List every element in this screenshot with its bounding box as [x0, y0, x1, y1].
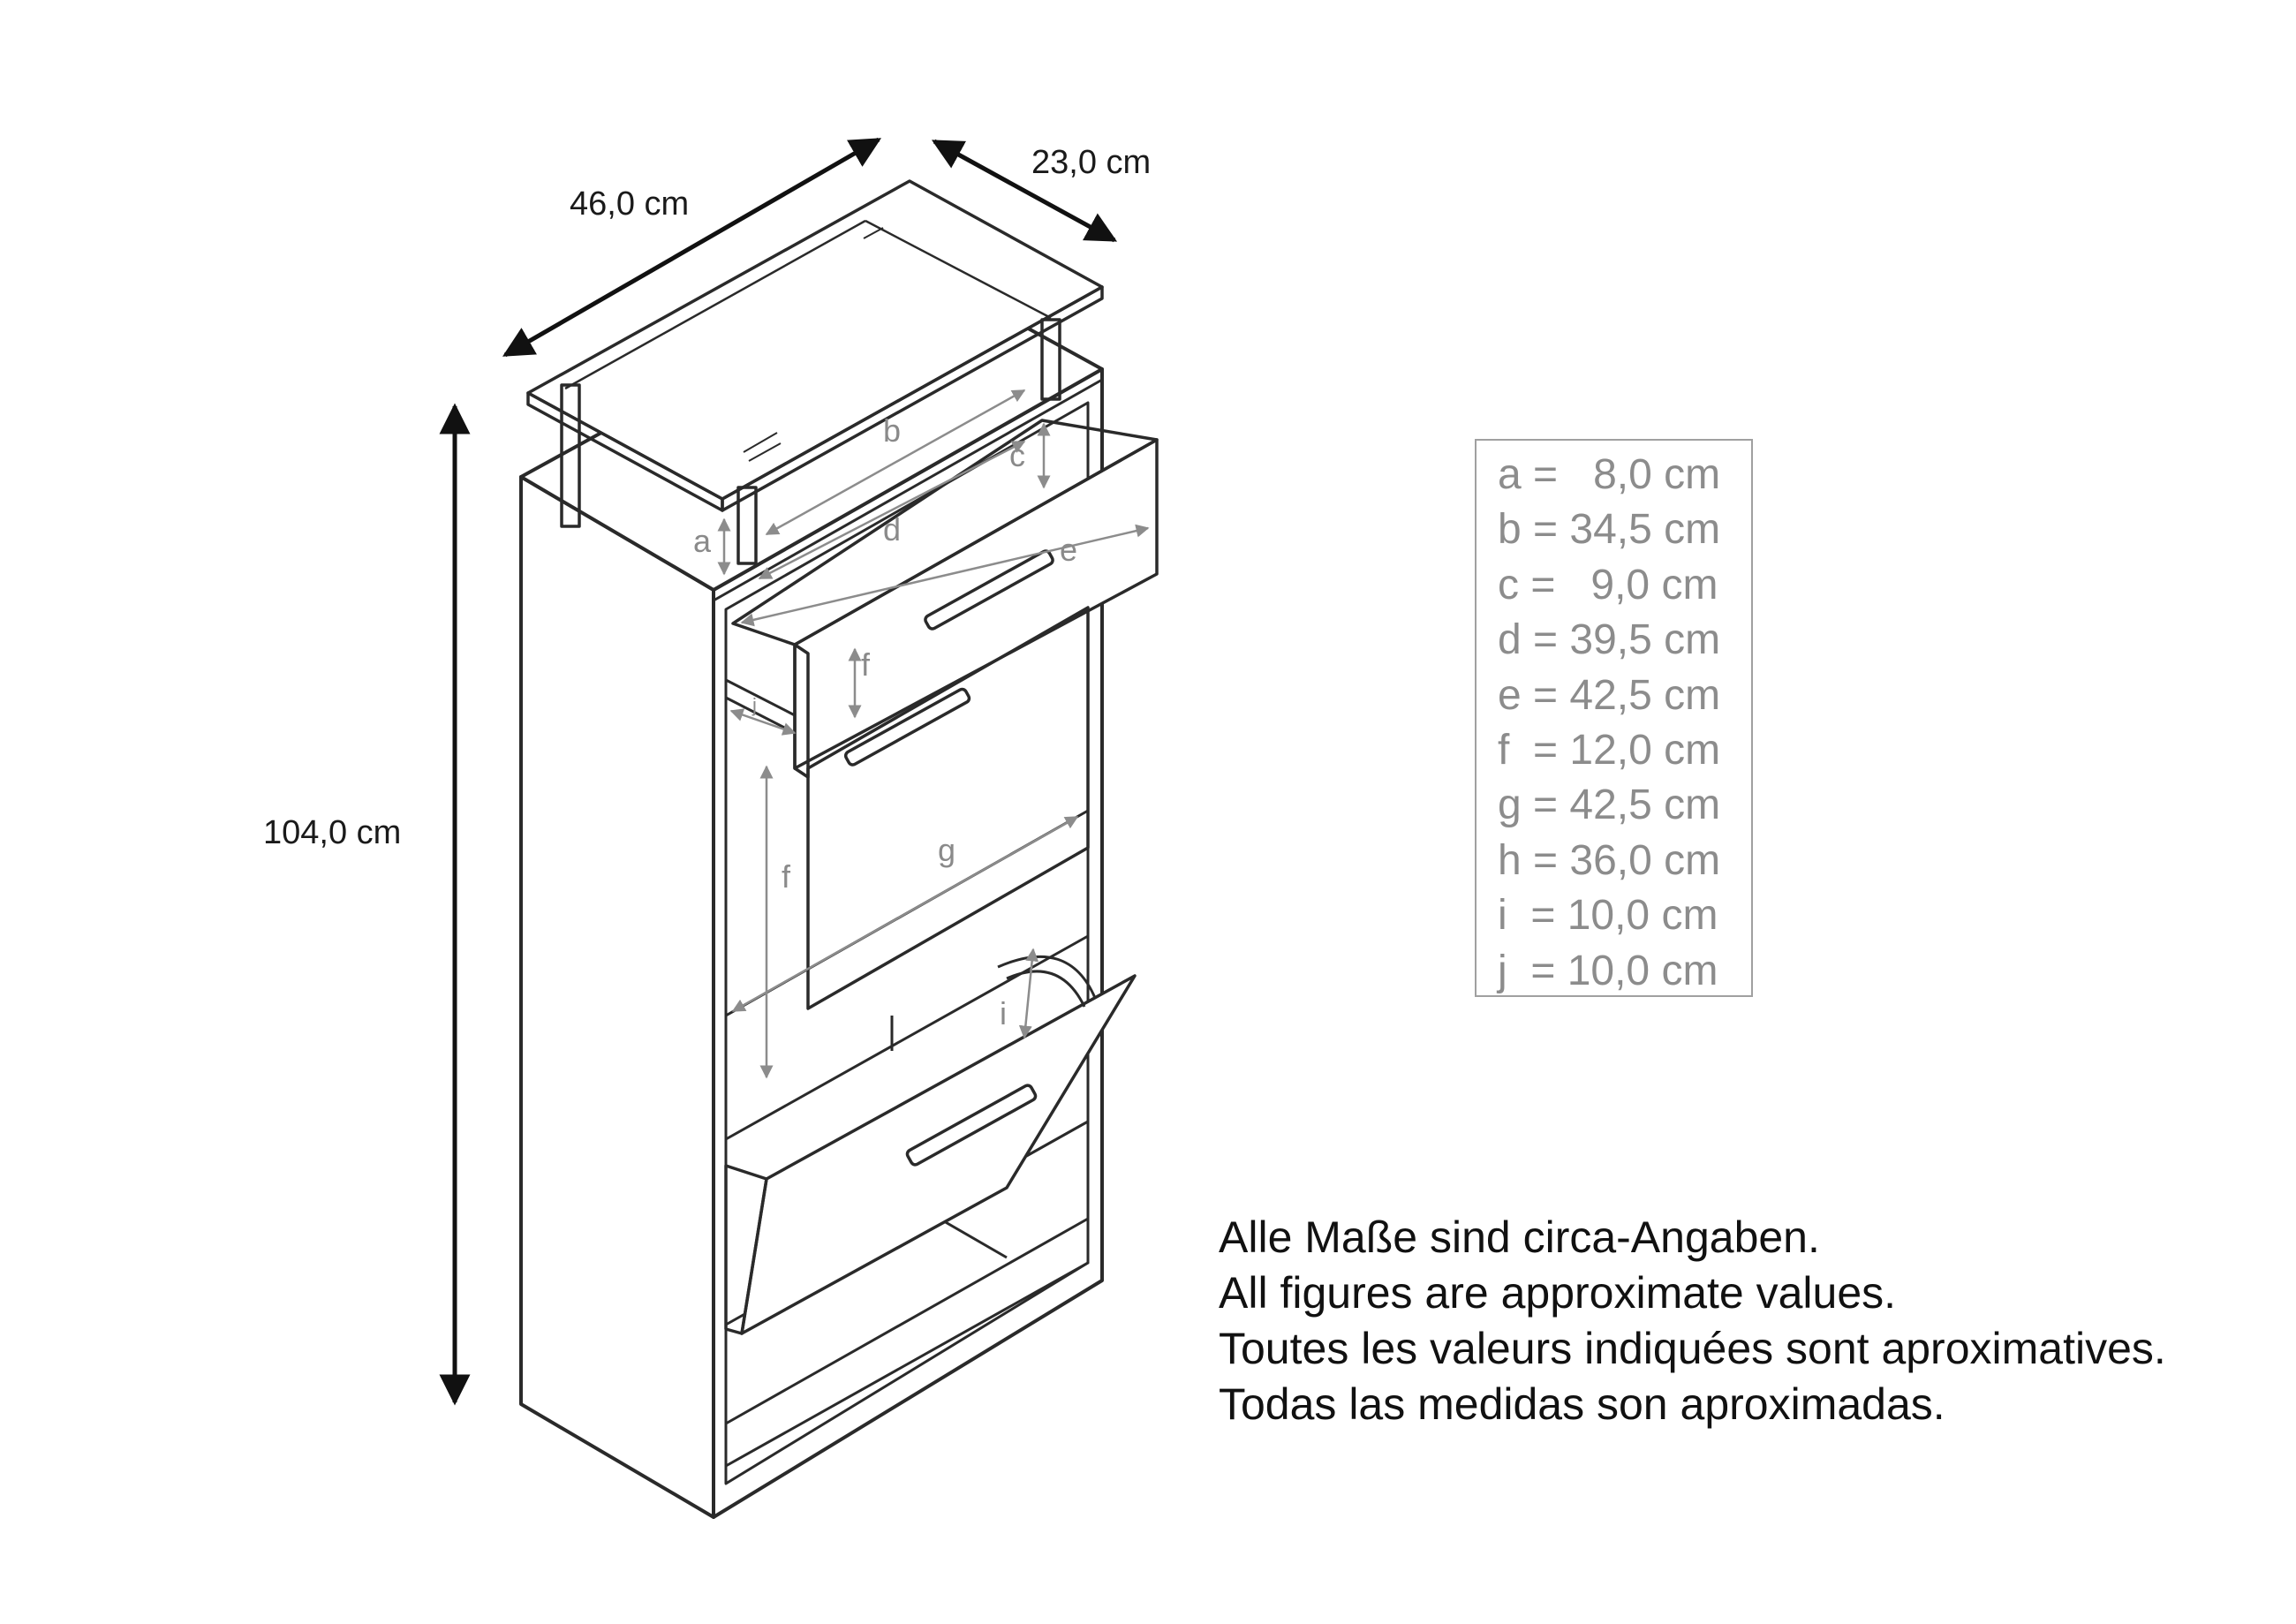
- label-d: d: [883, 511, 901, 548]
- width-dimension-arrow: [502, 137, 882, 358]
- approximate-notes: Alle Maße sind circa-Angaben. All figure…: [1219, 1210, 2166, 1432]
- side-panel: [519, 475, 715, 1519]
- legend-row: a = 8,0 cm: [1498, 451, 1721, 498]
- overall-dimensions: 46,0 cm 23,0 cm 104,0 cm: [263, 137, 1151, 1406]
- legend-row: b = 34,5 cm: [1498, 506, 1721, 554]
- depth-label: 23,0 cm: [1031, 144, 1151, 181]
- label-e: e: [1060, 532, 1077, 568]
- tray-post-right: [1040, 318, 1061, 401]
- width-label: 46,0 cm: [570, 185, 689, 223]
- legend-row: e = 42,5 cm: [1498, 671, 1721, 719]
- depth-dimension-arrow: [931, 139, 1118, 243]
- note-french: Toutes les valeurs indiquées sont aproxi…: [1219, 1324, 2166, 1373]
- legend-row: g = 42,5 cm: [1498, 782, 1721, 829]
- note-german: Alle Maße sind circa-Angaben.: [1219, 1212, 1820, 1262]
- label-c: c: [1009, 437, 1025, 473]
- legend-row: h = 36,0 cm: [1498, 836, 1721, 884]
- glass-tray: [526, 179, 1104, 565]
- measurement-lines: [717, 389, 1150, 1079]
- glass-plate-edge-front: [721, 285, 1104, 512]
- i-measure-line: [1018, 948, 1039, 1039]
- legend-row: d = 39,5 cm: [1498, 616, 1721, 664]
- height-label: 104,0 cm: [263, 814, 401, 851]
- legend-row: f = 12,0 cm: [1498, 727, 1721, 774]
- bottom-plinth: [724, 1217, 1090, 1468]
- label-b: b: [883, 412, 901, 449]
- lower-flap-handle[interactable]: [905, 1084, 1038, 1167]
- label-f-drawer: f: [861, 646, 871, 683]
- legend-row: j = 10,0 cm: [1498, 947, 1718, 994]
- label-a: a: [693, 523, 712, 559]
- note-spanish: Todas las medidas son aproximadas.: [1219, 1379, 1945, 1429]
- dimension-legend: a = 8,0 cm b = 34,5 cm c = 9,0 cm d = 39,5 …: [1475, 439, 1753, 997]
- note-english: All figures are approximate values.: [1219, 1268, 1897, 1318]
- tray-post-left: [560, 383, 581, 528]
- glass-shine-3: [863, 227, 884, 239]
- legend-row: i = 10,0 cm: [1498, 892, 1718, 940]
- j-measure-line: [729, 708, 797, 736]
- label-g: g: [938, 832, 955, 868]
- glass-inner-line: [564, 219, 866, 390]
- label-f-flap: f: [782, 858, 791, 895]
- label-i: i: [1000, 995, 1007, 1031]
- lower-flap-side: [724, 1164, 768, 1335]
- part-labels: a b c d e f j f g i: [693, 412, 1077, 1031]
- label-j: j: [751, 694, 757, 716]
- legend-row: c = 9,0 cm: [1498, 561, 1718, 608]
- glass-inner-line-2: [865, 219, 1052, 320]
- e-measure-line: [740, 524, 1150, 627]
- middle-flap-handle[interactable]: [843, 687, 971, 767]
- g-measure-line: [731, 815, 1079, 1013]
